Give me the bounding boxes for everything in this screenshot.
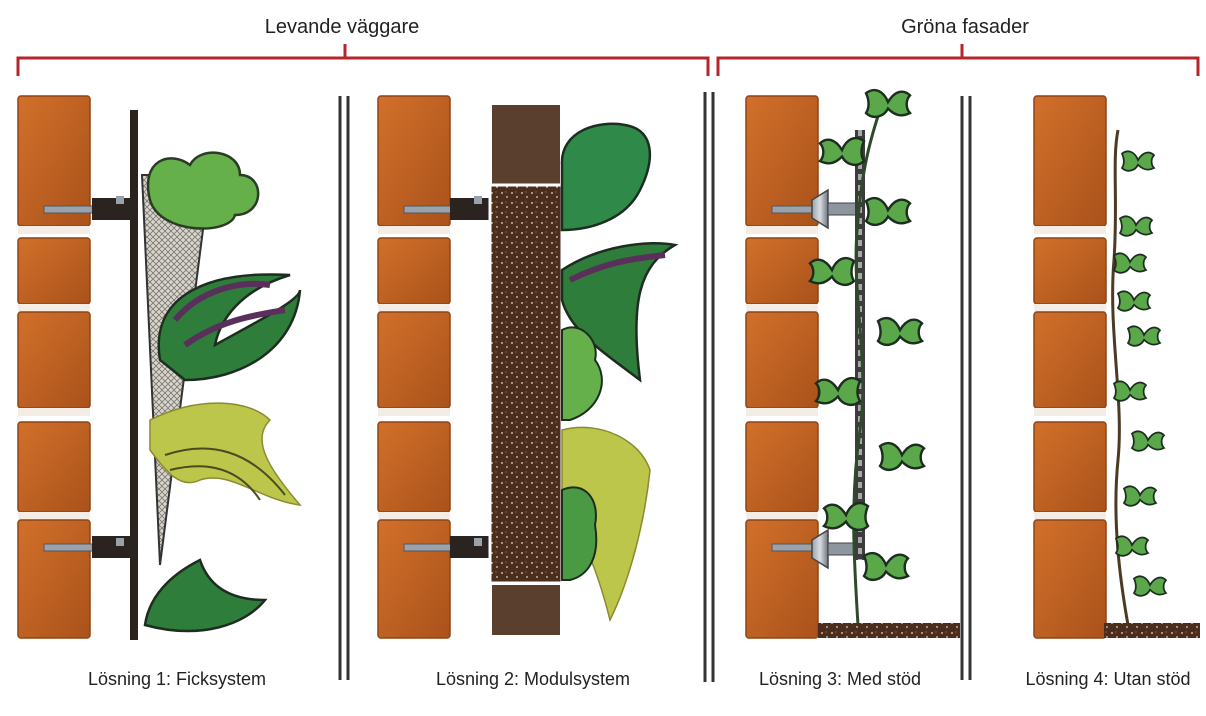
ivy-leaf bbox=[1114, 381, 1146, 400]
divider-2-3 bbox=[705, 92, 713, 682]
screw-upper bbox=[474, 196, 482, 204]
mortar-joint bbox=[746, 408, 818, 416]
panel-utan-stod bbox=[1104, 130, 1200, 638]
brick bbox=[1034, 422, 1106, 512]
divider-1-2 bbox=[340, 96, 348, 680]
group-title-grona-fasader: Gröna fasader bbox=[901, 16, 1029, 39]
mortar-joint bbox=[18, 304, 90, 312]
brick bbox=[378, 312, 450, 408]
mortar-joint bbox=[378, 408, 450, 416]
substrate-module bbox=[490, 185, 562, 583]
group-title-levande-vaggare: Levande väggare bbox=[265, 16, 420, 39]
brick bbox=[378, 238, 450, 304]
caption-solution-2: Lösning 2: Modulsystem bbox=[436, 669, 630, 690]
mortar-joint bbox=[1034, 304, 1106, 312]
shrub-plant bbox=[148, 153, 258, 229]
caption-solution-1: Lösning 1: Ficksystem bbox=[88, 669, 266, 690]
brick bbox=[1034, 312, 1106, 408]
grass-plant bbox=[150, 403, 300, 505]
ivy-leaf bbox=[864, 553, 908, 580]
bottom-leaf-plant bbox=[145, 560, 265, 631]
brick bbox=[1034, 96, 1106, 226]
mortar-joint bbox=[746, 226, 818, 234]
brick bbox=[1034, 520, 1106, 638]
brick bbox=[378, 422, 450, 512]
panel-ficksystem bbox=[92, 110, 300, 640]
mortar-joint bbox=[1034, 512, 1106, 520]
bracket-grona-fasader bbox=[718, 44, 1198, 76]
ivy-leaf bbox=[1134, 576, 1166, 595]
screw-upper bbox=[116, 196, 124, 204]
panel-med-stod bbox=[810, 90, 960, 638]
bracket-levande-vaggare bbox=[18, 44, 708, 76]
frame-rail bbox=[130, 110, 138, 640]
ivy-leaf bbox=[1116, 536, 1148, 555]
screw-lower bbox=[116, 538, 124, 546]
brick bbox=[746, 238, 818, 304]
brick bbox=[378, 520, 450, 638]
ivy-leaf bbox=[1118, 291, 1150, 310]
mortar-joint bbox=[378, 226, 450, 234]
module-top-backing bbox=[492, 105, 560, 185]
soil-ground bbox=[818, 623, 960, 638]
ivy-leaf bbox=[820, 138, 864, 165]
ivy-leaf bbox=[824, 503, 868, 530]
mortar-joint bbox=[378, 512, 450, 520]
brick-wall-4 bbox=[1034, 96, 1106, 638]
large-leaf-plant bbox=[562, 124, 650, 230]
ivy-leaf bbox=[1120, 216, 1152, 235]
mortar-joint bbox=[18, 408, 90, 416]
ivy-leaf bbox=[866, 90, 910, 117]
wall-bracket-upper bbox=[450, 198, 494, 220]
small-shrub-plant bbox=[562, 487, 596, 580]
brick bbox=[18, 238, 90, 304]
ivy-leaf bbox=[866, 198, 910, 225]
mortar-joint bbox=[746, 304, 818, 312]
brick bbox=[1034, 238, 1106, 304]
ivy-leaf bbox=[1122, 151, 1154, 170]
brick bbox=[18, 312, 90, 408]
mortar-joint bbox=[1034, 408, 1106, 416]
ivy-leaf bbox=[1128, 326, 1160, 345]
screw-lower bbox=[474, 538, 482, 546]
mortar-joint bbox=[18, 512, 90, 520]
mortar-joint bbox=[378, 304, 450, 312]
ivy-leaf bbox=[1114, 253, 1146, 272]
module-bottom-backing bbox=[492, 585, 560, 635]
mortar-joint bbox=[746, 512, 818, 520]
ivy-leaf bbox=[816, 378, 860, 405]
brick bbox=[18, 422, 90, 512]
ivy-leaf bbox=[878, 318, 922, 345]
brick bbox=[746, 312, 818, 408]
mortar-joint bbox=[1034, 226, 1106, 234]
mortar-joint bbox=[18, 226, 90, 234]
wall-bracket-lower bbox=[450, 536, 494, 558]
soil-ground bbox=[1104, 623, 1200, 638]
ivy-leaf bbox=[1124, 486, 1156, 505]
brick bbox=[746, 422, 818, 512]
caption-solution-4: Lösning 4: Utan stöd bbox=[1025, 669, 1190, 690]
brick-wall-2 bbox=[378, 96, 462, 638]
ivy-leaf bbox=[810, 258, 854, 285]
divider-3-4 bbox=[962, 96, 970, 680]
brick-wall-1 bbox=[18, 96, 102, 638]
panel-modulsystem bbox=[450, 105, 675, 635]
ivy-leaf bbox=[1132, 431, 1164, 450]
caption-solution-3: Lösning 3: Med stöd bbox=[759, 669, 921, 690]
ivy-leaf bbox=[880, 443, 924, 470]
brick bbox=[746, 520, 818, 638]
brick bbox=[18, 520, 90, 638]
